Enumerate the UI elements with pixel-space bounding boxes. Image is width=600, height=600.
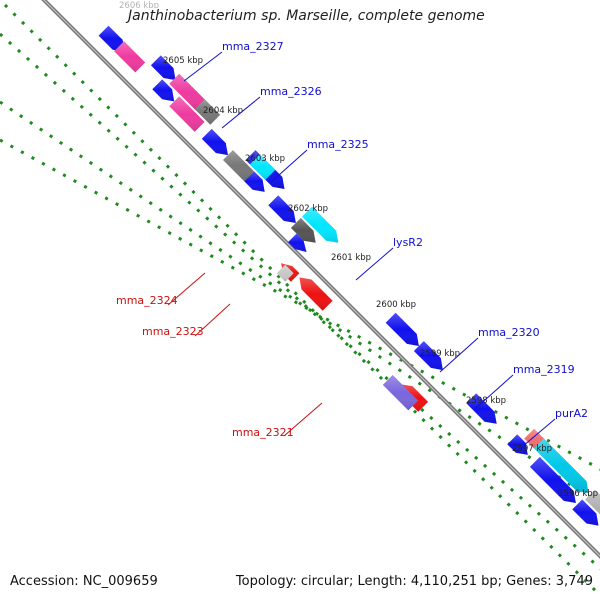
gene-arrow-shading [194, 99, 221, 125]
gene-arrow-shading [299, 277, 333, 311]
gene-arrow-shading [169, 73, 206, 111]
gene-label-lysr2[interactable]: lysR2 [393, 236, 423, 249]
tick-label: 2599 kbp [420, 349, 460, 359]
gene-arrow-shading [302, 206, 339, 243]
gene-arrow-shading [244, 171, 265, 192]
tick-label: 2604 kbp [203, 106, 243, 116]
tick-label: 2605 kbp [163, 56, 203, 66]
tick-label: 2597 kbp [512, 444, 552, 454]
gene-arrow-shading [413, 341, 443, 371]
gene-leader-line [515, 418, 556, 453]
gene-label-mma-2325[interactable]: mma_2325 [307, 138, 369, 151]
gene-arrow-shading [114, 41, 146, 73]
gene-label-mma-2320[interactable]: mma_2320 [478, 326, 540, 339]
gene-arrow-shading [507, 434, 528, 455]
gene-arrow-shading [385, 312, 419, 346]
gene-arrow-shading [249, 154, 276, 180]
tick-label: 2603 kbp [245, 154, 285, 164]
gene-arrow-shading [382, 375, 419, 411]
gene-arrow-shading [572, 499, 599, 526]
gene-arrow-shading [268, 195, 296, 223]
gene-leader-line [167, 272, 206, 306]
gene-leader-line [183, 51, 223, 82]
dots-inner-forward [3, 3, 600, 598]
accession-text: Accession: NC_009659 [10, 574, 158, 589]
gene-leader-line [283, 402, 323, 437]
gene-arrow-shading [169, 96, 205, 132]
gene-leader-line [355, 247, 394, 281]
dots-outer-reverse [0, 100, 600, 507]
gene-leader-line [194, 303, 231, 337]
gene-arrow-shading [150, 55, 176, 81]
gene-arrow-shading [529, 457, 576, 503]
genome-backbone-highlight [43, 0, 600, 557]
gene-label-mma-2321[interactable]: mma_2321 [232, 426, 294, 439]
gene-leader-line [439, 337, 479, 373]
tick-label: 2600 kbp [376, 300, 416, 310]
gene-leader-line [475, 374, 514, 409]
gene-arrow-shading [276, 264, 294, 282]
gene-leader-line [221, 96, 261, 129]
gene-leader-line [269, 149, 308, 184]
gene-arrow-shading [201, 128, 228, 156]
gene-label-mma-2323[interactable]: mma_2323 [142, 325, 204, 338]
gene-arrow-shading [524, 428, 544, 449]
tick-label: 2596 kbp [558, 489, 598, 499]
gene-arrow-shading [98, 25, 125, 52]
dots-outer-forward [0, 32, 600, 571]
tick-label: 2602 kbp [288, 204, 328, 214]
gene-arrow-shading [466, 393, 497, 424]
gene-arrow-shading [223, 150, 255, 182]
tick-label: 2606 kbp [119, 1, 159, 11]
tick-label: 2598 kbp [466, 396, 506, 406]
gene-arrow-shading [288, 233, 307, 252]
dots-far-reverse [0, 138, 600, 471]
genome-summary-text: Topology: circular; Length: 4,110,251 bp… [235, 574, 593, 589]
gene-label-pura2[interactable]: purA2 [555, 407, 588, 420]
gene-label-mma-2326[interactable]: mma_2326 [260, 85, 322, 98]
genome-title: Janthinobacterium sp. Marseille, complet… [126, 8, 487, 24]
tick-label: 2601 kbp [331, 253, 371, 263]
gene-label-mma-2324[interactable]: mma_2324 [116, 294, 178, 307]
gene-label-mma-2319[interactable]: mma_2319 [513, 363, 575, 376]
gene-arrow-shading [152, 79, 175, 102]
gene-label-mma-2327[interactable]: mma_2327 [222, 40, 284, 53]
gene-arrow-shading [534, 438, 589, 494]
gene-arrow-shading [290, 218, 316, 243]
gene-arrow-shading [585, 489, 600, 515]
